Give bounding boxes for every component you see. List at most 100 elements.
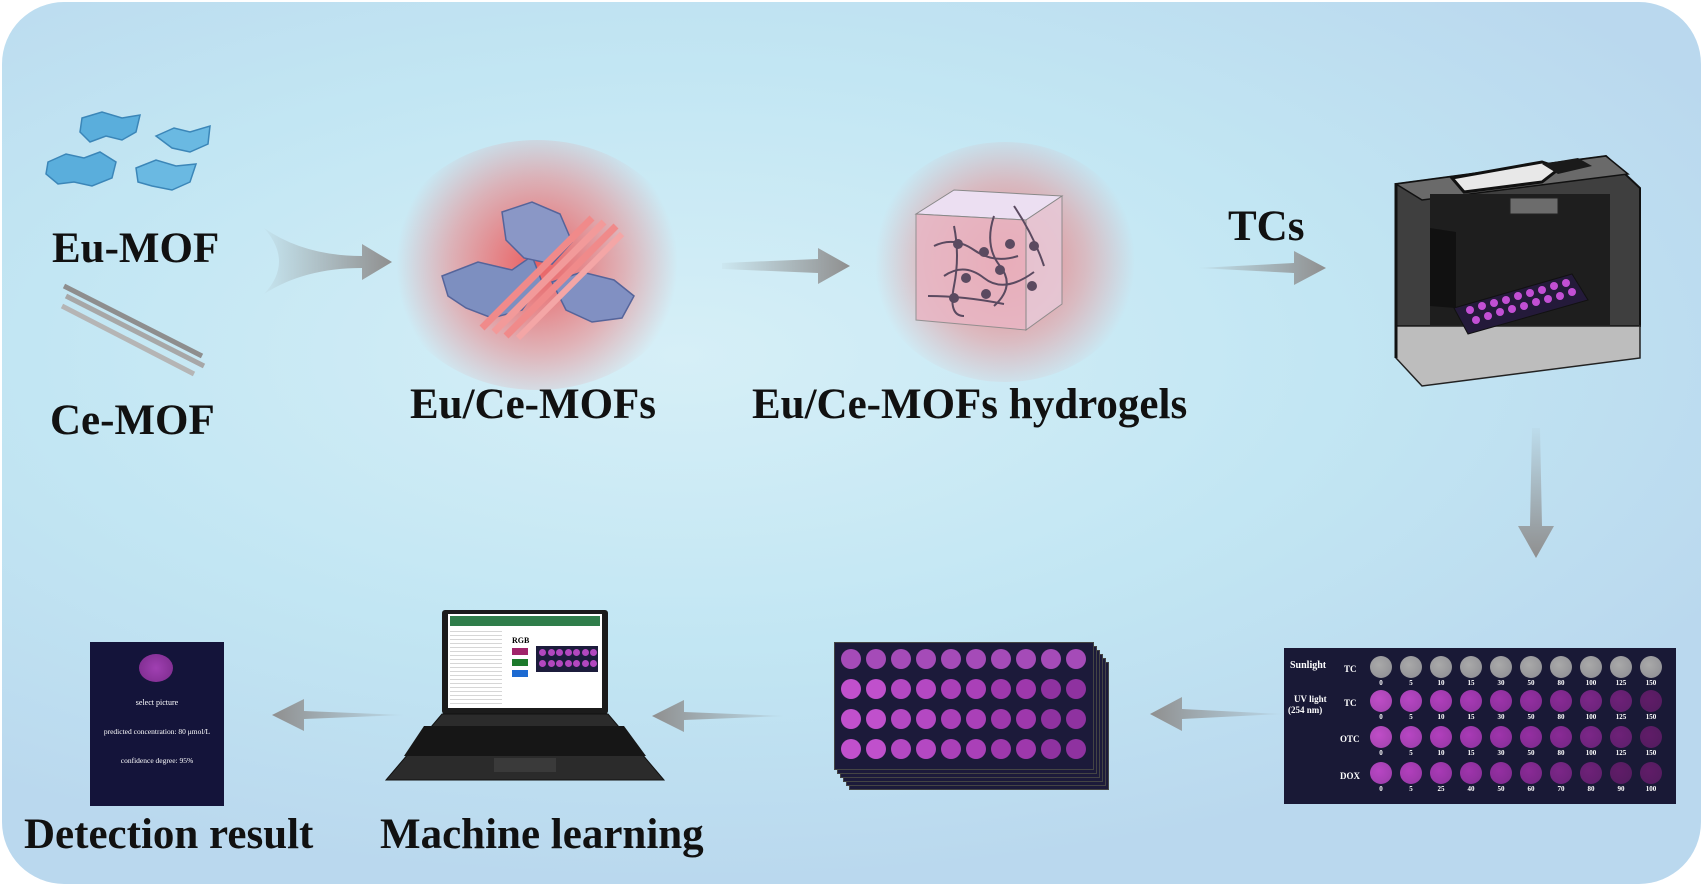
arrow-left-icon <box>272 699 404 731</box>
plate-well <box>991 649 1011 669</box>
plate-well <box>573 660 580 667</box>
plate-well <box>966 679 986 699</box>
plate-well <box>1016 739 1036 759</box>
plate-well <box>1041 679 1061 699</box>
plate-well <box>1520 656 1542 678</box>
concentration-label: 125 <box>1615 749 1627 757</box>
plate-well <box>1580 690 1602 712</box>
plate-well <box>1041 709 1061 729</box>
plate-well <box>1490 690 1512 712</box>
plate-well <box>556 660 563 667</box>
detection-result-screen: select picture predicted concentration: … <box>90 642 224 806</box>
plate-well <box>1520 690 1542 712</box>
detection-result-label: Detection result <box>24 811 314 858</box>
plate-well <box>1460 762 1482 784</box>
concentration-label: 10 <box>1437 713 1445 721</box>
plate-well <box>1066 679 1086 699</box>
plate-well <box>891 739 911 759</box>
plate-well <box>564 660 572 667</box>
plate-well <box>1066 649 1086 669</box>
uv-light-label: UV light <box>1294 694 1327 704</box>
plate-well <box>1400 656 1422 678</box>
plate-well <box>841 679 861 699</box>
plate-well <box>1580 726 1602 748</box>
eu-ce-mofs-composite-icon <box>441 201 635 341</box>
plate-well <box>1370 656 1392 678</box>
plate-well <box>1640 690 1662 712</box>
plate-well <box>966 739 986 759</box>
concentration-label: 60 <box>1527 785 1535 793</box>
plate-well <box>1460 656 1482 678</box>
plate-well <box>991 709 1011 729</box>
arrow-left-icon <box>1150 697 1282 731</box>
concentration-label: 50 <box>1527 679 1535 687</box>
uv-wavelength-label: (254 nm) <box>1288 705 1323 715</box>
plate-well <box>1066 709 1086 729</box>
plate-well <box>1610 656 1632 678</box>
plate-well <box>1041 649 1061 669</box>
plate-well <box>891 679 911 699</box>
plate-well <box>1640 726 1662 748</box>
concentration-label: 15 <box>1467 749 1475 757</box>
hydrogel-cube-icon <box>914 189 1064 331</box>
plate-well <box>1610 726 1632 748</box>
plate-well <box>891 709 911 729</box>
red-glow <box>387 140 687 390</box>
plate-well <box>1580 656 1602 678</box>
concentration-label: 0 <box>1379 785 1383 793</box>
plate-well <box>941 679 961 699</box>
plate-well <box>1066 739 1086 759</box>
plate-well <box>590 660 597 667</box>
concentration-label: 50 <box>1497 785 1505 793</box>
arrow-right-icon <box>264 228 392 294</box>
rgb-label: RGB <box>512 636 530 645</box>
ce-mof-label: Ce-MOF <box>50 397 215 444</box>
plate-well <box>1550 762 1572 784</box>
predicted-concentration-text: predicted concentration: 80 μmol/L <box>103 727 211 736</box>
plate-well <box>539 660 546 667</box>
concentration-label: 150 <box>1645 713 1657 721</box>
concentration-label: 5 <box>1409 749 1413 757</box>
plate-well <box>941 739 961 759</box>
plate-well <box>941 649 961 669</box>
concentration-label: 15 <box>1467 679 1475 687</box>
concentration-label: 80 <box>1587 785 1595 793</box>
plate-well <box>1490 726 1512 748</box>
concentration-label: 100 <box>1585 749 1597 757</box>
concentration-label: 5 <box>1409 679 1413 687</box>
plate-well <box>991 679 1011 699</box>
concentration-label: 150 <box>1645 749 1657 757</box>
concentration-label: 0 <box>1379 749 1383 757</box>
laptop-image: RGB <box>384 610 666 784</box>
plate-well <box>1490 656 1512 678</box>
plate-well <box>564 649 572 656</box>
plate-well <box>1016 679 1036 699</box>
plate-well <box>1400 762 1422 784</box>
plate-well <box>1520 726 1542 748</box>
plate-well <box>1610 762 1632 784</box>
plate-well <box>1460 726 1482 748</box>
plate-well <box>1430 656 1452 678</box>
row-label: OTC <box>1340 734 1360 744</box>
stacked-plate <box>834 642 1094 770</box>
plate-well <box>916 739 936 759</box>
plate-well <box>966 649 986 669</box>
concentration-label: 50 <box>1527 749 1535 757</box>
plate-well <box>1400 726 1422 748</box>
plate-well <box>866 649 886 669</box>
concentration-label: 0 <box>1379 713 1383 721</box>
sample-plate-icon <box>1453 273 1589 335</box>
plate-well <box>581 660 589 667</box>
plate-well <box>1430 690 1452 712</box>
plate-well <box>1460 690 1482 712</box>
row-label: DOX <box>1340 771 1360 781</box>
plate-well <box>1550 690 1572 712</box>
plate-well <box>1370 726 1392 748</box>
concentration-label: 80 <box>1557 679 1565 687</box>
concentration-label: 30 <box>1497 679 1505 687</box>
plate-well <box>1640 656 1662 678</box>
uv-analyzer-icon <box>1393 154 1641 387</box>
ce-mof-rods-icon <box>60 283 206 377</box>
plate-well <box>841 709 861 729</box>
hydrogels-label: Eu/Ce-MOFs hydrogels <box>752 381 1188 428</box>
